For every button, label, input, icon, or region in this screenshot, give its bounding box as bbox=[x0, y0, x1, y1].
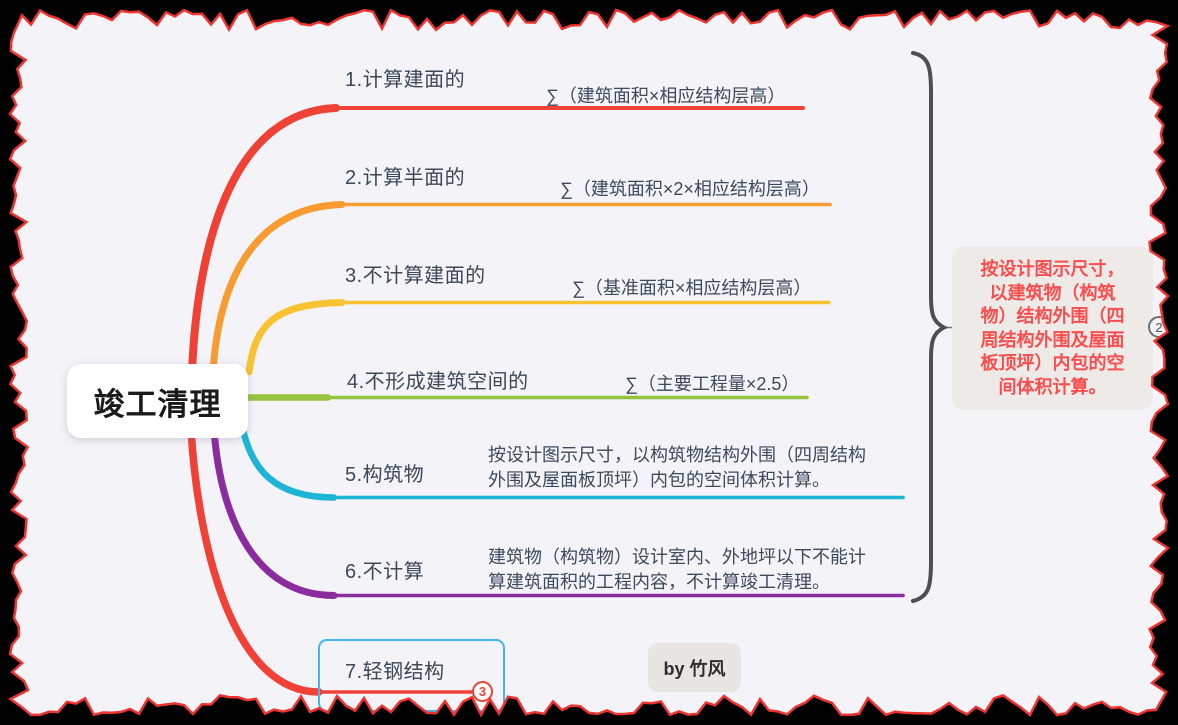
branch5-topic[interactable]: 5.构筑物 bbox=[345, 464, 425, 486]
group-number-marker[interactable]: 2 bbox=[1148, 316, 1170, 338]
branch1-topic[interactable]: 1.计算建面的 bbox=[345, 69, 466, 91]
branch4-topic[interactable]: 4.不形成建筑空间的 bbox=[347, 371, 529, 393]
branch5-note[interactable]: 按设计图示尺寸，以构筑物结构外围（四周结构 外围及屋面板顶坪）内包的空间体积计算… bbox=[488, 445, 866, 490]
branch6-topic[interactable]: 6.不计算 bbox=[345, 561, 425, 583]
branch7-highlight-box[interactable] bbox=[318, 639, 505, 712]
branch7-number-marker[interactable]: 3 bbox=[472, 681, 493, 702]
branch6-note[interactable]: 建筑物（构筑物）设计室内、外地坪以下不能计 算建筑面积的工程内容，不计算竣工清理… bbox=[488, 547, 866, 592]
branch3-topic[interactable]: 3.不计算建面的 bbox=[345, 265, 486, 287]
branch1-formula[interactable]: ∑（建筑面积×相应结构层高） bbox=[546, 86, 786, 106]
branch2-topic[interactable]: 2.计算半面的 bbox=[345, 167, 466, 189]
branch2-formula[interactable]: ∑（建筑面积×2×相应结构层高） bbox=[560, 179, 820, 199]
central-topic-label: 竣工清理 bbox=[93, 386, 222, 422]
group-summary-note[interactable]: 按设计图示尺寸， 以建筑物（构筑 物）结构外围（四 周结构外围及屋面 板顶坪）内… bbox=[952, 247, 1153, 410]
central-topic[interactable]: 竣工清理 bbox=[67, 364, 248, 438]
credit-text: by 竹风 bbox=[663, 658, 726, 679]
group-summary-text: 按设计图示尺寸， 以建筑物（构筑 物）结构外围（四 周结构外围及屋面 板顶坪）内… bbox=[980, 259, 1125, 397]
branch3-formula[interactable]: ∑（基准面积×相应结构层高） bbox=[572, 278, 812, 298]
credit-badge: by 竹风 bbox=[648, 643, 741, 692]
branch4-formula[interactable]: ∑（主要工程量×2.5） bbox=[625, 374, 800, 394]
